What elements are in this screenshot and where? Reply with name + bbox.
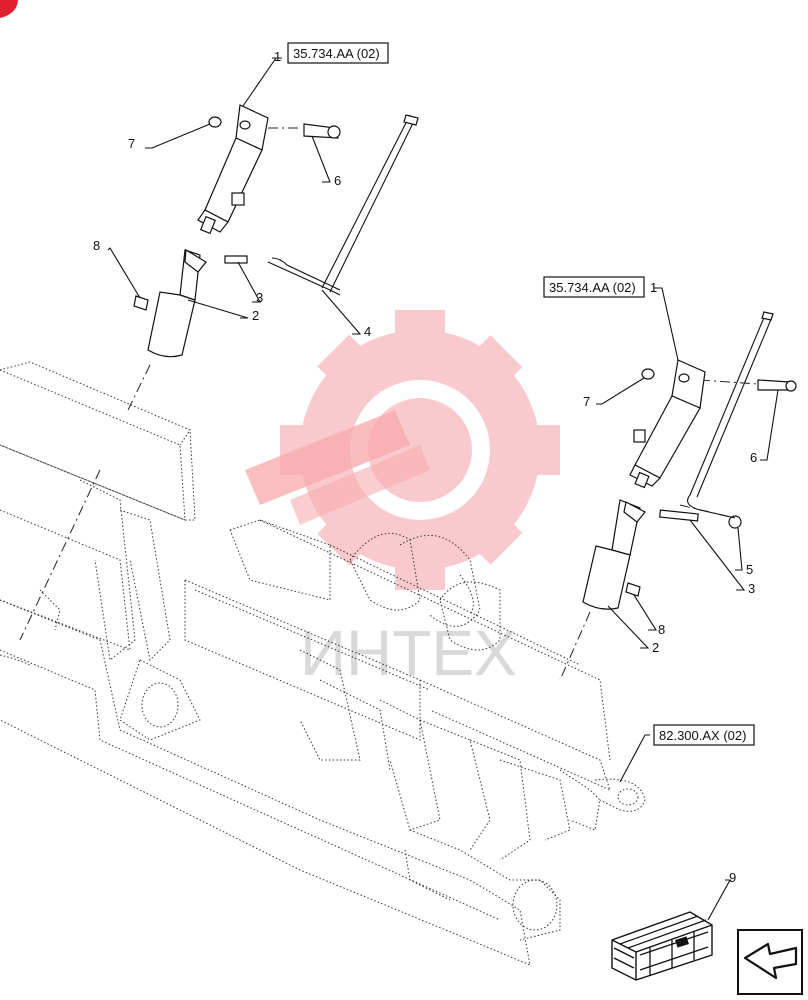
- watermark-text: ИНТЕХ: [300, 617, 517, 689]
- gear-wrench-watermark-icon: [245, 310, 560, 590]
- callout-5: 5: [746, 562, 753, 577]
- callout-7: 7: [128, 136, 135, 151]
- main-frame-outline: [0, 361, 646, 966]
- callout-7: 7: [583, 394, 590, 409]
- reference-label: 35.734.AA (02): [549, 280, 636, 295]
- callout-8: 8: [93, 238, 100, 253]
- callout-2: 2: [252, 308, 259, 323]
- callout-3: 3: [256, 290, 263, 305]
- reference-box-right[interactable]: 35.734.AA (02): [543, 276, 645, 298]
- kit-box-icon: [611, 911, 713, 981]
- red-corner-mark-icon: [0, 0, 18, 18]
- reference-box-top[interactable]: 35.734.AA (02): [287, 42, 389, 64]
- callout-1: 1: [650, 280, 657, 295]
- callout-numbers: 1 7 6 8 3 2 4 1 7 6 5 3 8 2 9: [93, 49, 757, 885]
- cylinder-assembly-right: [582, 311, 797, 610]
- callout-3: 3: [748, 581, 755, 596]
- cylinder-assembly-upper: [133, 104, 419, 358]
- leader-lines: [107, 57, 779, 921]
- reference-label: 35.734.AA (02): [293, 46, 380, 61]
- navigation-arrow-icon[interactable]: [737, 929, 803, 995]
- callout-8: 8: [658, 622, 665, 637]
- reference-label: 82.300.AX (02): [659, 728, 746, 743]
- callout-1: 1: [274, 49, 281, 64]
- callout-2: 2: [652, 640, 659, 655]
- callout-4: 4: [364, 324, 371, 339]
- callout-9: 9: [729, 870, 736, 885]
- callout-6: 6: [334, 173, 341, 188]
- reference-box-frame[interactable]: 82.300.AX (02): [653, 724, 755, 746]
- callout-6: 6: [750, 450, 757, 465]
